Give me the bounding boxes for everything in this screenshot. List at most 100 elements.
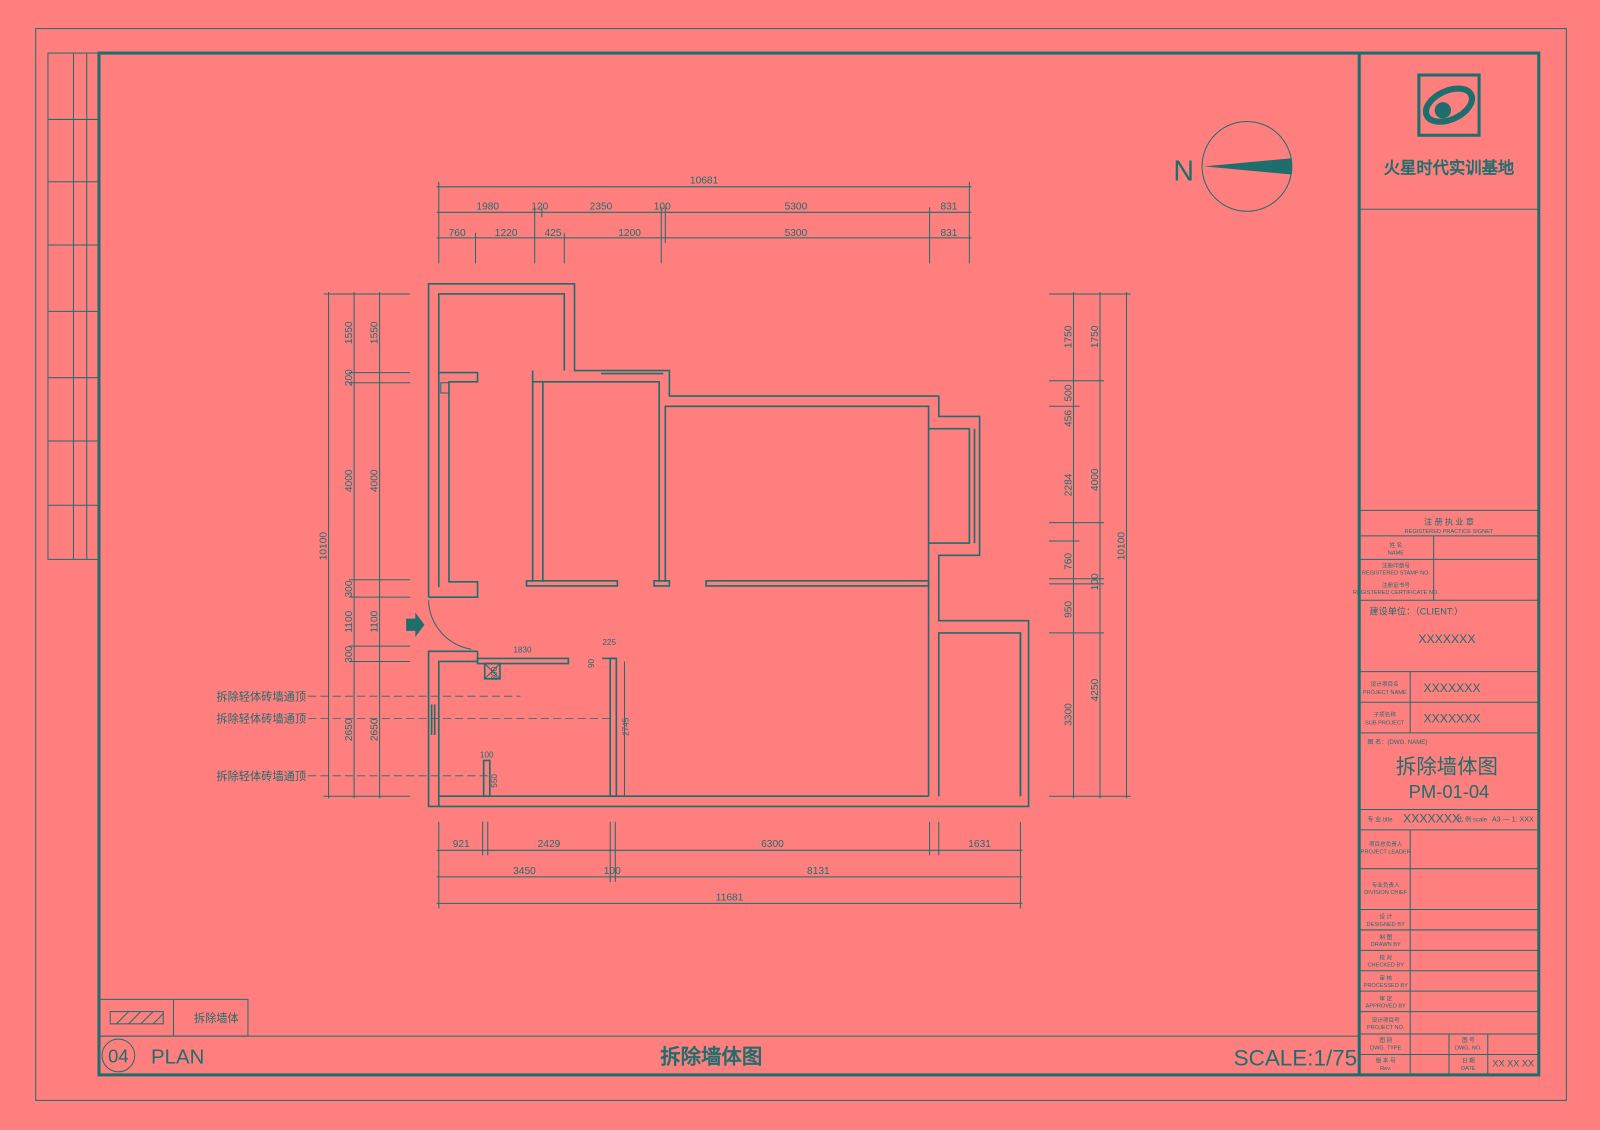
- dim-label: 3450: [513, 866, 536, 877]
- legend-hatch-icon-line: [128, 1011, 142, 1025]
- role-label-en: APPROVED BY: [1366, 1004, 1406, 1010]
- floor-plan-walls-line: [484, 663, 501, 680]
- role-label: 校 对: [1379, 954, 1392, 962]
- demolition-annotations: 拆除轻体砖墙通顶 拆除轻体砖墙通顶 拆除轻体砖墙通顶: [216, 689, 613, 783]
- dimension-lines-line: [323, 293, 411, 797]
- dim-label: 1200: [618, 228, 641, 239]
- dim-label: 831: [940, 201, 957, 212]
- project-value: XXXXXXX: [1423, 681, 1480, 695]
- title-block: 火星时代实训基地 注 册 执 业 章 REGISTERED PRACTICE S…: [1353, 73, 1539, 1075]
- dims-bottom: 921 2429 6300 1631 3450 100 8131 11681: [453, 839, 992, 903]
- dim-label: 921: [453, 839, 470, 850]
- floor-plan-walls-line: [609, 657, 618, 798]
- dim-label: 5300: [785, 228, 808, 239]
- floor-plan-walls-line: [476, 657, 570, 665]
- dimension-lines: [323, 181, 1131, 909]
- floor-plan-walls-line: [542, 380, 660, 582]
- dim-label: 4000: [1090, 468, 1101, 491]
- dim-label: 3300: [1063, 703, 1074, 726]
- stamp-label: 注册印章号: [1382, 562, 1410, 570]
- role-label: 项目总负责人: [1369, 840, 1403, 848]
- dim-label: 456: [1063, 410, 1074, 427]
- dim-label: 760: [449, 228, 466, 239]
- dim-label: 1550: [344, 321, 355, 344]
- overall-top-dim: 10681: [690, 176, 719, 187]
- role-label-en: CHECKED BY: [1367, 963, 1404, 969]
- role-label-en: Rev.: [1380, 1066, 1392, 1072]
- legend-hatch-icon-line: [115, 1011, 129, 1025]
- dim-label: 300: [344, 580, 355, 597]
- logo-icon-line: [1434, 102, 1452, 119]
- role-label-en: PROJECT LEADER: [1361, 849, 1411, 855]
- dwg-name: 拆除墙体图: [1396, 756, 1498, 779]
- role-label: 图 别: [1379, 1036, 1392, 1044]
- floor-plan-walls-line: [937, 632, 1022, 797]
- stamp-label-en: REGISTERED STAMP NO.: [1362, 571, 1431, 577]
- dim-label: 950: [1063, 601, 1074, 618]
- date-label-en: DATE: [1461, 1066, 1476, 1072]
- role-label: 专业负责人: [1372, 881, 1400, 889]
- role-label-en: DIVISION CHIEF: [1364, 890, 1408, 896]
- drawing-title: 拆除墙体图: [660, 1045, 762, 1069]
- role-label: 审 核: [1379, 974, 1392, 982]
- overall-bottom-dim: 11681: [716, 892, 744, 903]
- plan-number: 04: [108, 1046, 128, 1067]
- role-label: 审 定: [1379, 994, 1392, 1002]
- project-label: 设计项目名: [1371, 680, 1399, 688]
- dim-label: 300: [490, 666, 499, 680]
- floor-plan-walls-line: [928, 427, 971, 544]
- floor-plan-walls-line: [664, 405, 930, 797]
- client-value: XXXXXXX: [1418, 632, 1475, 646]
- dim-label: 1631: [968, 839, 991, 850]
- floor-plan-walls-line: [427, 282, 1030, 808]
- sheet-footer: 拆除墙体 04 PLAN 拆除墙体图 SCALE:1/75: [98, 998, 1360, 1073]
- dim-label: 2429: [538, 839, 561, 850]
- floor-plan-walls-line: [653, 580, 671, 587]
- dim-label: 5300: [785, 201, 808, 212]
- legend-hatch-icon: [109, 1011, 164, 1025]
- role-label-en: PROJECT NO.: [1367, 1025, 1405, 1031]
- dim-label: 1100: [370, 610, 381, 632]
- dim-label: 4250: [1090, 678, 1101, 701]
- dimension-lines-line: [438, 821, 1021, 909]
- scale-label: 比 例 scale: [1457, 816, 1487, 824]
- date-label: 日 期: [1462, 1058, 1475, 1065]
- scale-text: SCALE:1/75: [1234, 1046, 1357, 1071]
- role-label: 设计项目号: [1372, 1016, 1400, 1024]
- cert-label: 注册证书号: [1382, 581, 1410, 589]
- floor-plan-walls-line: [705, 580, 930, 587]
- dim-label: 2745: [622, 717, 631, 736]
- sub-value: XXXXXXX: [1423, 712, 1480, 726]
- dims-right: 1750 500 456 2284 760 950 3300 1750 4000…: [1063, 325, 1127, 726]
- role-label-en: DWG. TYPE: [1370, 1045, 1402, 1051]
- sheet-frames-line: [35, 28, 1567, 1101]
- dim-label: 2650: [370, 718, 381, 741]
- dim-label: 760: [1063, 553, 1074, 570]
- dims-top: 10681 1980 120 2350 100 5300 831 760 122…: [449, 176, 958, 239]
- cert-label-en: REGISTERED CERTIFICATE NO.: [1353, 590, 1439, 596]
- dim-label: 6300: [761, 839, 784, 850]
- legend-hatch-icon-line: [109, 1011, 164, 1025]
- dim-label: 120: [531, 201, 548, 212]
- role-labels: 项目总负责人 PROJECT LEADER 专业负责人 DIVISION CHI…: [1361, 840, 1411, 1072]
- dwg-no-label-en: DWG. NO.: [1455, 1045, 1482, 1051]
- dim-label: 1980: [476, 201, 499, 212]
- floor-plan-walls-line: [483, 662, 501, 680]
- discipline-label: 专 业 title: [1367, 816, 1393, 824]
- overall-left-dim: 10100: [319, 532, 330, 561]
- dwg-no: PM-01-04: [1409, 781, 1490, 802]
- dim-label: 1220: [495, 228, 518, 239]
- signet-title: 注 册 执 业 章: [1424, 517, 1474, 527]
- entry-arrow-icon: [406, 612, 425, 637]
- dim-label: 2650: [344, 718, 355, 741]
- floor-plan-walls-line: [437, 293, 566, 587]
- floor-plan-walls-line: [430, 704, 436, 735]
- sub-label: 子项名称: [1373, 711, 1396, 719]
- floor-plan-walls-line: [482, 759, 491, 798]
- dwg-name-label: 图 名：(DWG. NAME): [1367, 738, 1427, 746]
- demolition-note: 拆除轻体砖墙通顶: [216, 689, 306, 703]
- dim-label: 100: [1090, 573, 1101, 590]
- dim-label: 200: [344, 369, 355, 386]
- dims-left: 10100 1550 200 4000 300 1100 300 2650 15…: [319, 321, 381, 741]
